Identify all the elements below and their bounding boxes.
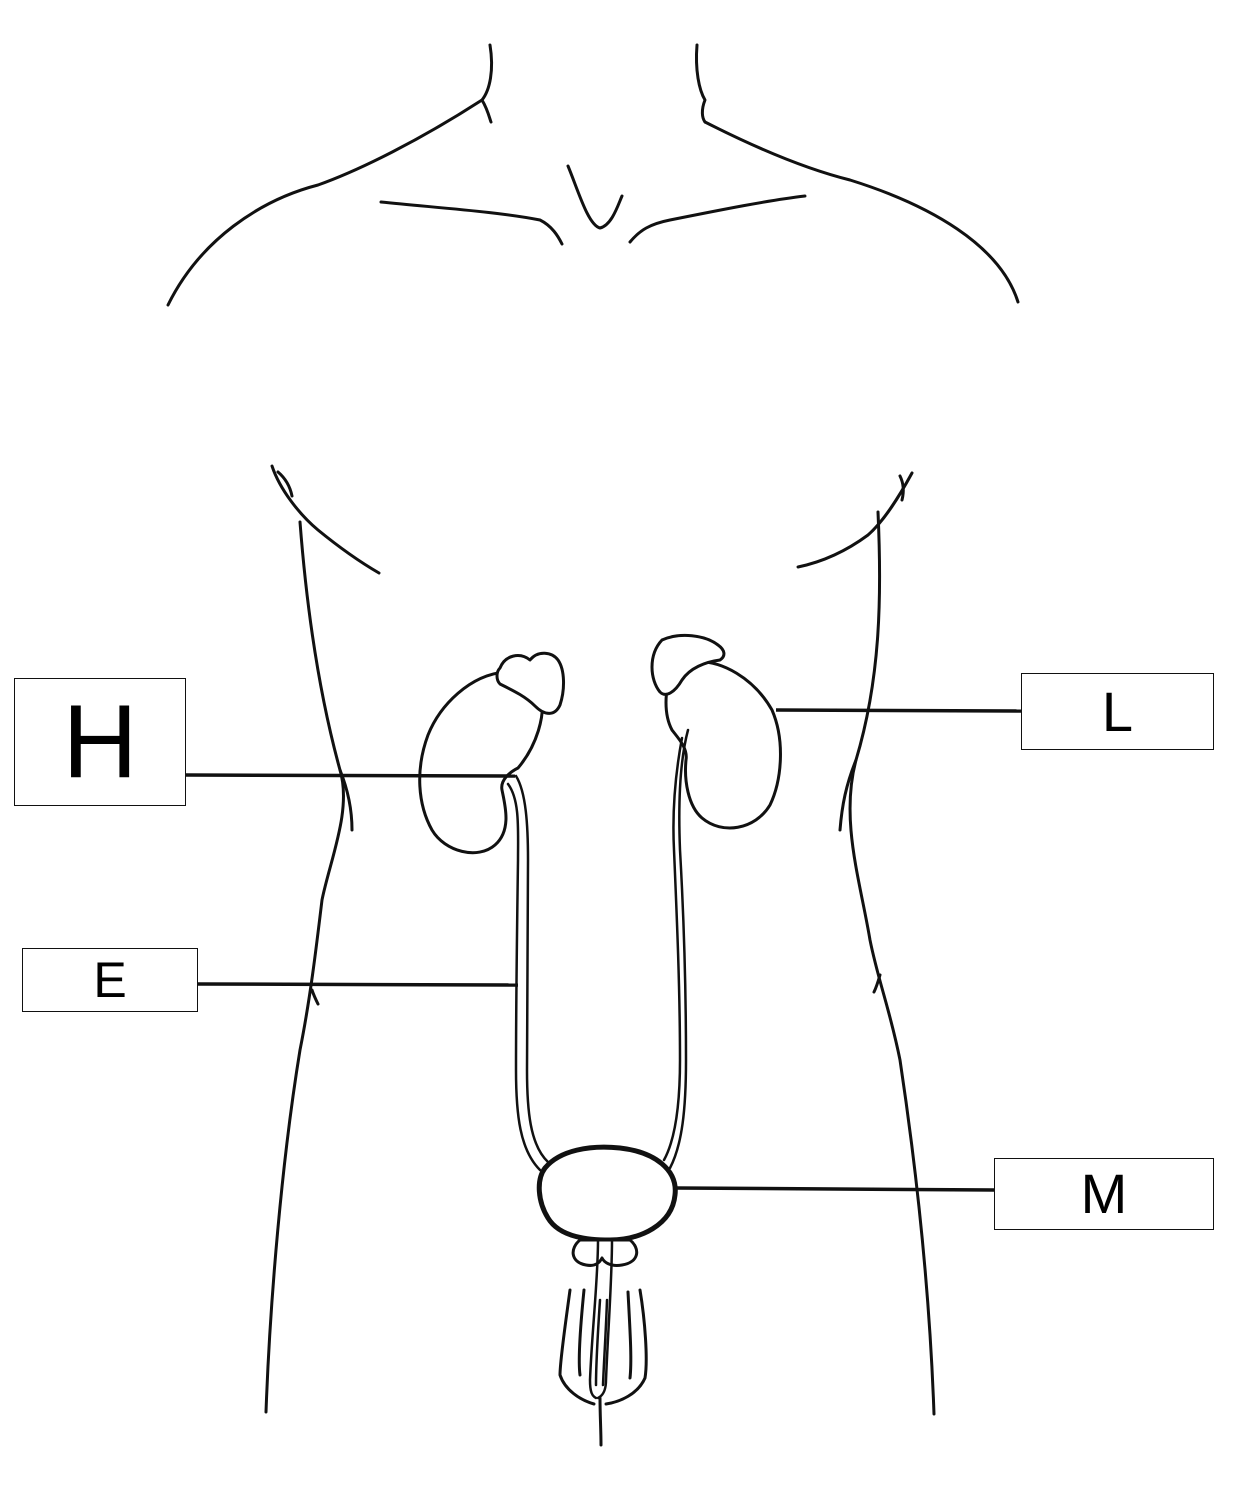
left-pectoral-line	[270, 464, 381, 575]
neck-left-outline	[480, 43, 494, 124]
right-clavicle	[628, 194, 807, 244]
genital-outline-right	[604, 1288, 648, 1406]
sternal-notch	[566, 164, 624, 230]
right-pectoral-line	[796, 471, 914, 569]
label-box-m: M	[994, 1158, 1214, 1230]
leader-line-l	[775, 708, 1022, 713]
leader-line-e	[197, 982, 519, 987]
label-l-text: L	[1101, 679, 1134, 743]
genital-inner-left	[577, 1288, 586, 1377]
label-box-l: L	[1021, 673, 1214, 750]
right-torso-outline	[848, 510, 936, 1416]
right-waist-mark	[838, 758, 858, 832]
urethra-inner-right	[601, 1298, 609, 1387]
left-hip-mark	[310, 988, 320, 1006]
urethra-left-wall	[588, 1238, 600, 1400]
left-shoulder-outline	[166, 98, 484, 307]
urethra-exit	[598, 1396, 603, 1447]
label-box-h: H	[14, 678, 186, 806]
label-e-text: E	[93, 952, 127, 1008]
genital-inner-right	[626, 1290, 633, 1380]
label-m-text: M	[1080, 1162, 1128, 1225]
right-ureter-inner	[662, 736, 684, 1162]
prostate	[571, 1238, 639, 1267]
left-adrenal-gland	[495, 651, 565, 715]
leader-line-h	[185, 773, 516, 778]
right-kidney	[664, 660, 782, 830]
urethra-right-wall	[596, 1238, 614, 1400]
left-torso-outline	[264, 520, 345, 1414]
leader-line-m	[675, 1186, 995, 1192]
left-clavicle	[379, 200, 564, 246]
right-ureter-outer	[668, 728, 690, 1170]
urethra-inner-left	[594, 1298, 602, 1387]
right-shoulder-outline	[703, 120, 1020, 304]
right-armpit-mark	[898, 474, 905, 502]
genital-outline-left	[558, 1288, 596, 1406]
left-ureter-outer	[506, 782, 542, 1172]
label-box-e: E	[22, 948, 198, 1012]
left-armpit-mark	[276, 470, 294, 498]
label-h-text: H	[62, 684, 138, 800]
bladder	[536, 1144, 678, 1243]
right-hip-mark	[872, 973, 882, 994]
right-adrenal-gland	[650, 633, 726, 696]
left-ureter-inner	[514, 774, 550, 1164]
neck-right-outline	[695, 43, 707, 124]
